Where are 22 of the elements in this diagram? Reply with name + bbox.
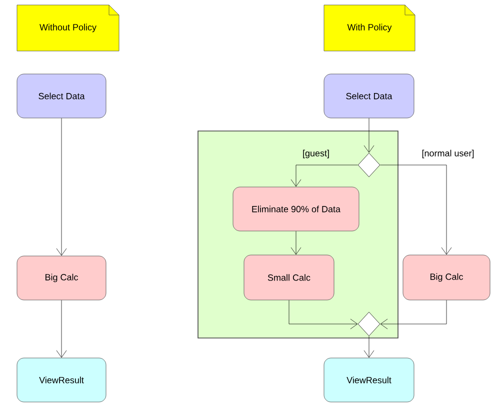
activity-box: Big Calc (16, 256, 106, 300)
arrow (56, 300, 67, 358)
activity-box: ViewResult (16, 358, 106, 402)
note: Without Policy (16, 4, 120, 52)
activity-box: Select Data (324, 74, 414, 118)
merge-diamond (358, 312, 380, 336)
note: With Policy (324, 4, 416, 52)
arrow (364, 118, 374, 153)
arrow (288, 300, 358, 330)
arrow (56, 118, 67, 256)
activity-box: Select Data (16, 74, 106, 118)
activity-box: Eliminate 90% of Data (232, 186, 360, 232)
arrow (290, 231, 302, 255)
arrow (290, 164, 358, 187)
arrow (364, 336, 374, 358)
edge-label: [normal user] (420, 148, 476, 160)
activity-box: ViewResult (324, 358, 414, 402)
activity-box: Big Calc (402, 254, 490, 300)
arrow (380, 164, 452, 255)
arrow (380, 300, 447, 330)
activity-box: Small Calc (244, 254, 334, 300)
decision-diamond (358, 152, 380, 178)
